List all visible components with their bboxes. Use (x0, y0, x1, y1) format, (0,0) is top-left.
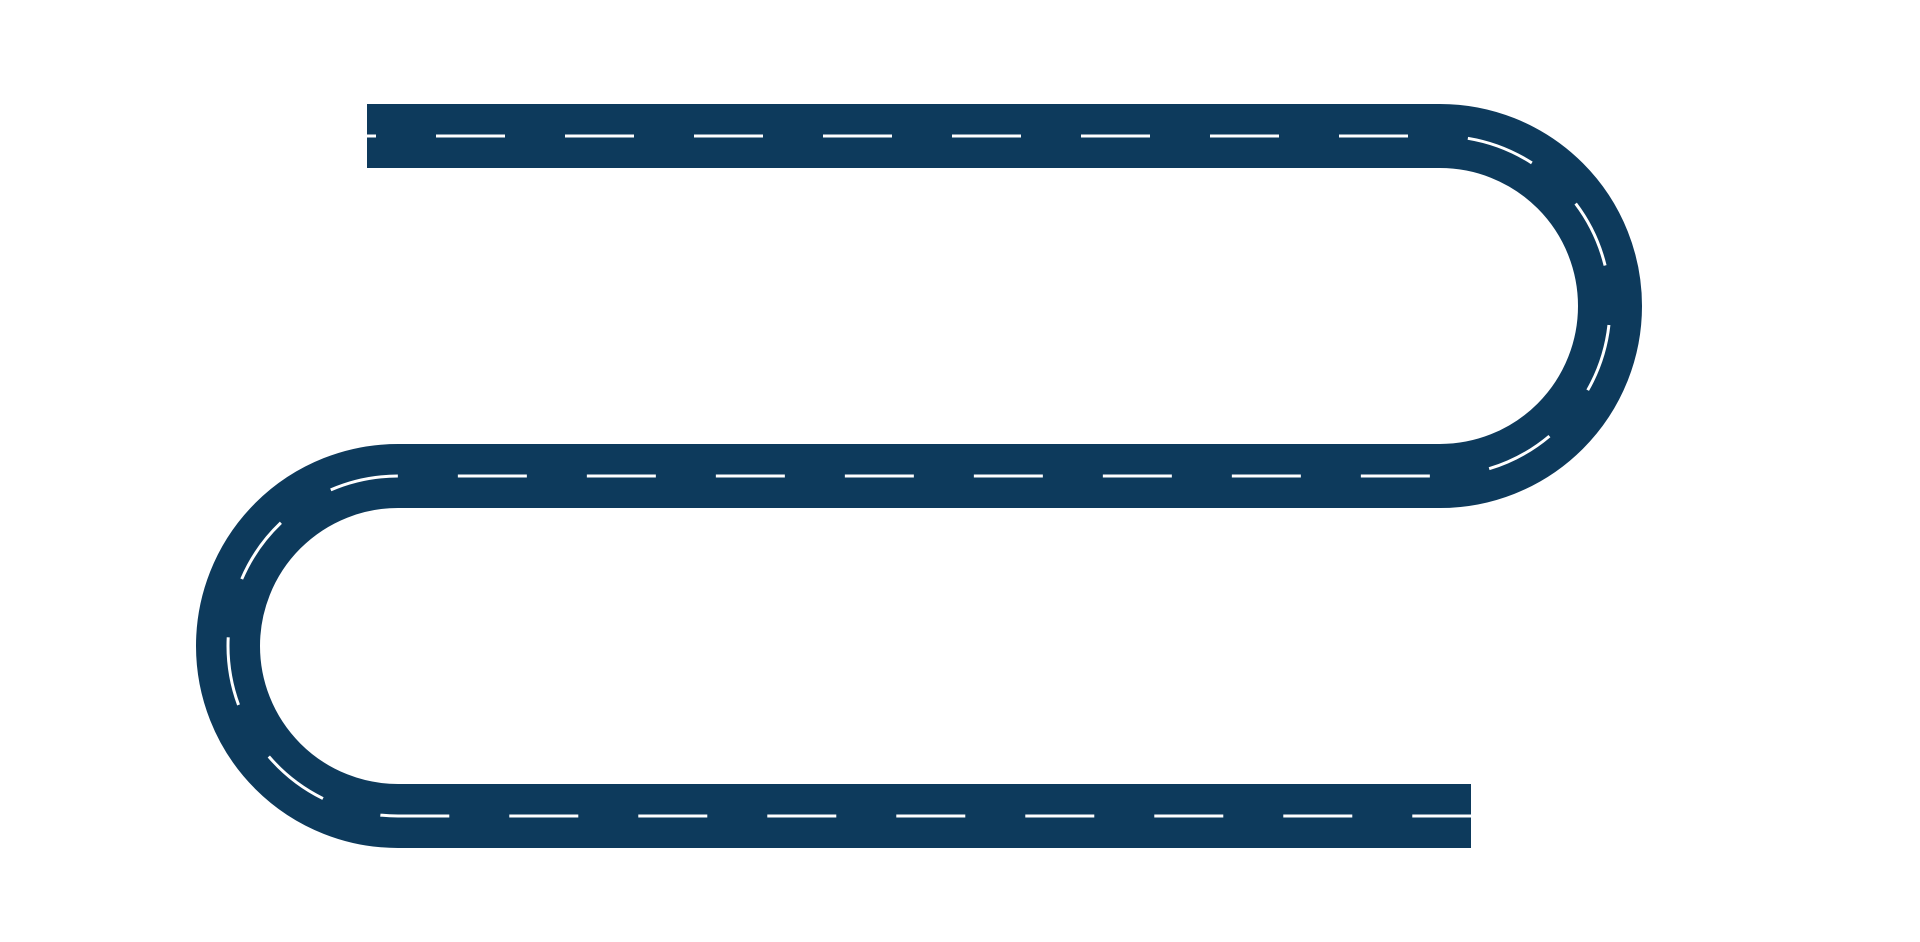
center-dashed-line (226, 134, 1612, 818)
lane-markings (226, 134, 1612, 818)
